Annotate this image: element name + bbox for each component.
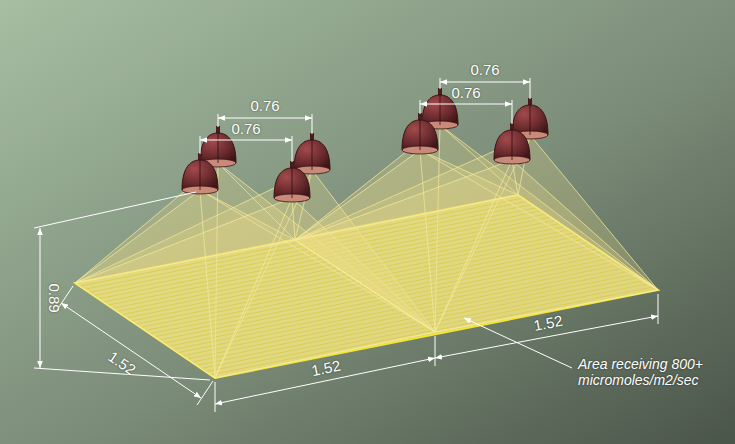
extension-line [312, 114, 313, 134]
dimension-line [218, 118, 312, 119]
grow-lamp [294, 133, 330, 174]
light-cones [75, 125, 658, 378]
spacing-dimension: 0.76 [250, 97, 279, 114]
lamp-seam [200, 160, 201, 190]
height-dimension: 0.89 [45, 283, 62, 312]
lamp-dome [402, 120, 438, 150]
dimension-line [200, 140, 292, 141]
extension-line [200, 136, 201, 154]
lamp-seam [292, 168, 293, 198]
extension-line [218, 114, 219, 127]
extension-line [292, 136, 293, 162]
light-cone-face [75, 198, 295, 283]
dimension-line [61, 303, 201, 398]
area-note: Area receiving 800+ micromoles/m2/sec [578, 356, 728, 388]
lamp-dome [200, 133, 236, 163]
grow-lamp [182, 153, 218, 194]
lamp-seam [218, 133, 219, 163]
lamp-dome [182, 160, 218, 190]
extension-line [435, 336, 436, 366]
lamp-seam [512, 130, 513, 160]
spacing-dimension: 0.76 [451, 84, 480, 101]
lamp-dome [494, 130, 530, 160]
extension-line [197, 381, 213, 405]
lamp-dome [294, 140, 330, 170]
extension-line [420, 100, 421, 114]
extension-line [530, 78, 531, 99]
dimension-line [40, 228, 41, 368]
lamp-seam [420, 120, 421, 150]
lamps [182, 88, 548, 202]
extension-line [440, 78, 441, 89]
lamp-seam [440, 95, 441, 125]
lamp-seam [530, 105, 531, 135]
extension-line [658, 294, 659, 324]
spacing-dimension: 0.76 [470, 61, 499, 78]
extension-line [215, 382, 216, 412]
extension-line [512, 100, 513, 124]
light-cone-face [295, 160, 518, 240]
lamp-seam [312, 140, 313, 170]
grow-lamp [274, 161, 310, 202]
dimension-line [420, 104, 512, 105]
grow-lamp [402, 113, 438, 154]
extension-line [34, 192, 196, 228]
light-cone-face [512, 160, 658, 290]
dimension-lines [34, 78, 658, 412]
lamp-dome [274, 168, 310, 198]
dimension-line [440, 82, 530, 83]
spacing-dimension: 0.76 [231, 120, 260, 137]
grow-lamp [494, 123, 530, 164]
